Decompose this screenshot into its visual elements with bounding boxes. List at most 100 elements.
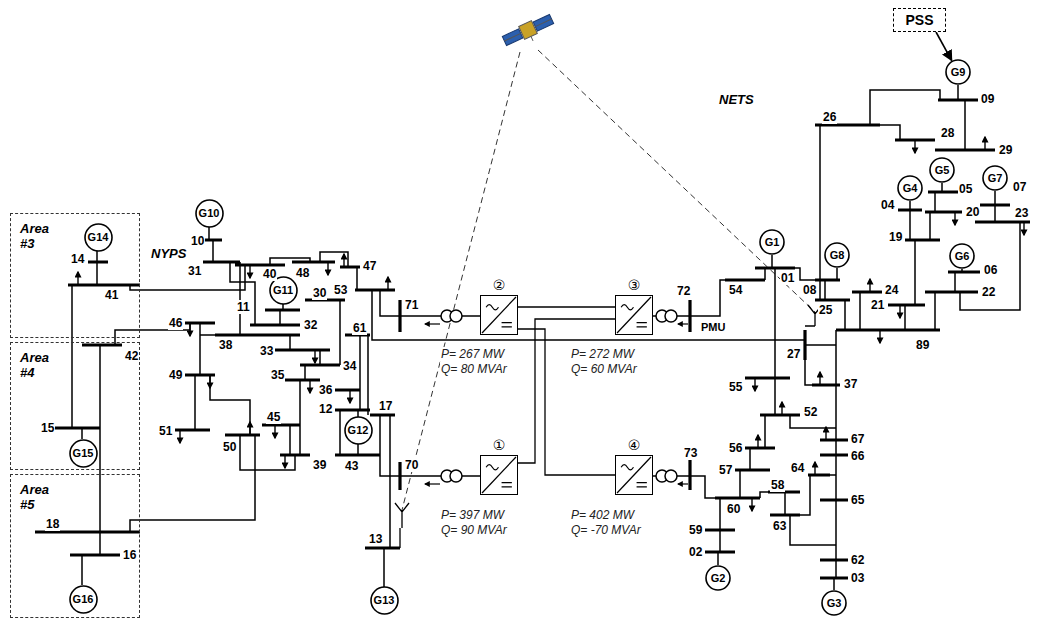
bus-number: 04 [880,198,895,212]
bus-number: 38 [218,338,233,352]
area-name: Area #5 [20,482,60,512]
generator-name: G2 [711,572,726,584]
converter-diagonal [617,297,651,333]
converter-diagonal [617,457,651,493]
generator-name: G13 [374,594,395,606]
pmu-label: PMU [700,320,726,334]
bus-number: 37 [843,377,858,391]
generator-outline-circle [930,158,954,182]
dc-link [518,306,615,307]
bus-number: 42 [124,349,139,363]
transformer-winding [665,470,677,482]
generator-name: G5 [935,164,950,176]
bus-number: 89 [915,338,930,352]
bus-number: 43 [344,459,359,473]
load-arrow [77,272,78,285]
load-arrow [209,375,210,388]
flow-arrow [678,323,688,324]
generator-circle: G3 [821,590,847,616]
load-arrow [954,212,955,225]
bus-number: 45 [266,410,281,424]
generator-outline-circle [760,230,784,254]
power-flow-label: Q= 80 MVAr [440,362,508,376]
load-arrow [984,137,985,150]
generator-circle: G14 [84,223,113,252]
bus-number: 16 [122,548,137,562]
load-arrow [309,380,310,393]
bus-number: 62 [850,553,865,567]
bus-number: 63 [772,519,787,533]
load-arrow [814,462,815,475]
bus-number: 30 [312,286,327,300]
generator-outline-circle [196,200,223,227]
converter-symbol [616,296,652,334]
ac-symbol [621,305,633,310]
power-flow-label: P= 397 MW [440,508,505,522]
generator-circle: G13 [370,586,399,615]
generator-circle: G7 [982,165,1008,191]
bus-number: 65 [850,493,865,507]
converter-box: ④ [615,455,653,495]
generator-circle: G5 [929,157,955,183]
bus-number: 23 [1014,206,1029,220]
generator-name: G16 [73,593,94,605]
generator-circle: G9 [945,59,971,85]
generator-outline-circle [345,417,372,444]
bus-number: 07 [1012,180,1027,194]
bus-number: 36 [318,383,333,397]
generator-outline-circle [85,224,112,251]
generator-outline-circle [706,566,730,590]
bus-number: 29 [998,143,1013,157]
dc-symbol [502,483,512,487]
satellite-icon [501,13,556,52]
generator-name: G3 [827,597,842,609]
converter-box: ② [480,295,518,335]
pss-box: PSS [893,8,946,32]
generator-outline-circle [70,586,97,613]
bus-number: 14 [70,252,85,266]
bus-number: 13 [368,532,383,546]
bus-bar [35,100,1030,578]
converter-symbol [616,456,652,494]
bus-number: 12 [318,402,333,416]
generator-name: G7 [988,172,1003,184]
generator-circle: G2 [705,565,731,591]
bus-number: 50 [222,440,237,454]
converter-box: ③ [615,295,653,335]
generator-circle: G12 [344,416,373,445]
bus-number: 52 [803,405,818,419]
converter-number: ③ [616,277,652,293]
bus-number: 19 [888,230,903,244]
converter-number: ② [481,277,517,293]
bus-number: 03 [850,571,865,585]
generator-name: G1 [765,236,780,248]
bus-number: 08 [802,283,817,297]
bus-number: 18 [45,517,60,531]
bus-number: 17 [378,399,393,413]
area-name: Area #4 [20,350,60,380]
load-arrow [751,498,752,511]
bus-number: 26 [822,110,837,124]
generator-outline-circle [822,591,846,615]
converter-diagonal [482,297,516,333]
converter-symbol [481,296,517,334]
load-arrow [349,390,350,403]
bus-number: 61 [352,321,367,335]
bus-number: 48 [295,266,310,280]
dc-symbol [637,483,647,487]
dc-symbol [637,323,647,327]
bus-number: 67 [850,432,865,446]
bus-number: 51 [158,424,173,438]
generator-outline-circle [371,587,398,614]
generator-outline-circle [946,60,970,84]
load-arrows [78,137,1024,511]
load-arrow [914,140,915,153]
load-arrow [879,330,880,343]
generator-name: G11 [273,284,293,296]
generator-name: G14 [88,231,109,243]
generator-circle: G1 [759,229,785,255]
power-flow-label: Q= 60 MVAr [570,362,638,376]
flow-arrow [678,483,688,484]
